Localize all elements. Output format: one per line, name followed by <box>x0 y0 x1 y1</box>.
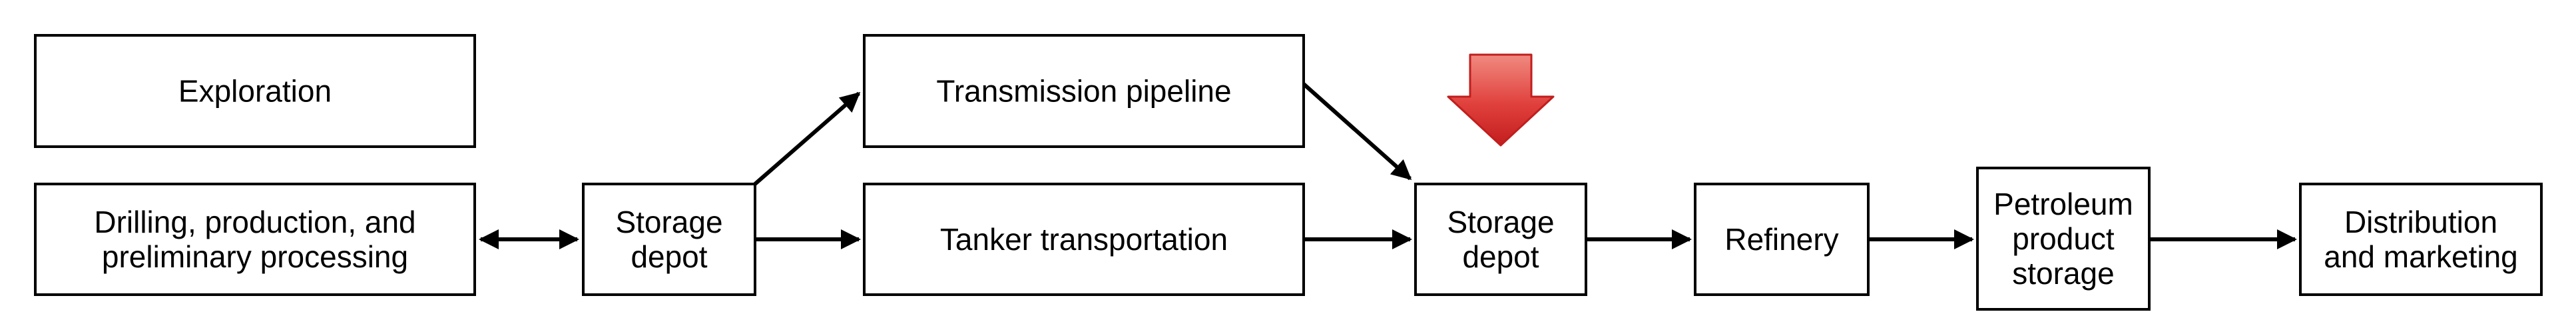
label-line: Storage <box>1447 205 1554 239</box>
label-line: Petroleum <box>1993 187 2133 221</box>
label-line: Drilling, production, and <box>94 205 415 239</box>
node-tanker-transportation-label: Tanker transportation <box>940 222 1228 257</box>
node-refinery-label: Refinery <box>1724 222 1838 257</box>
down-arrow-icon <box>1447 53 1555 147</box>
node-exploration-label: Exploration <box>178 74 332 109</box>
label-line: Storage <box>615 205 722 239</box>
label-line: Transmission pipeline <box>936 74 1231 109</box>
label-line: Tanker transportation <box>940 222 1228 257</box>
label-line: storage <box>2012 256 2114 291</box>
label-line: depot <box>1462 239 1539 274</box>
node-refinery: Refinery <box>1694 183 1870 296</box>
node-transmission-pipeline: Transmission pipeline <box>863 34 1305 148</box>
node-transmission-pipeline-label: Transmission pipeline <box>936 74 1231 109</box>
label-line: depot <box>631 239 707 274</box>
label-line: and marketing <box>2324 239 2518 274</box>
arrow-storage1-to-transmission <box>754 91 861 186</box>
arrow-transmission-to-storage2 <box>1302 82 1412 181</box>
node-tanker-transportation: Tanker transportation <box>863 183 1305 296</box>
label-line: product <box>2012 221 2115 256</box>
label-line: preliminary processing <box>102 239 408 274</box>
label-line: Exploration <box>178 74 332 109</box>
connector-arrows <box>479 82 2297 249</box>
label-line: Refinery <box>1724 222 1838 257</box>
node-exploration: Exploration <box>34 34 476 148</box>
label-line: Distribution <box>2344 205 2497 239</box>
